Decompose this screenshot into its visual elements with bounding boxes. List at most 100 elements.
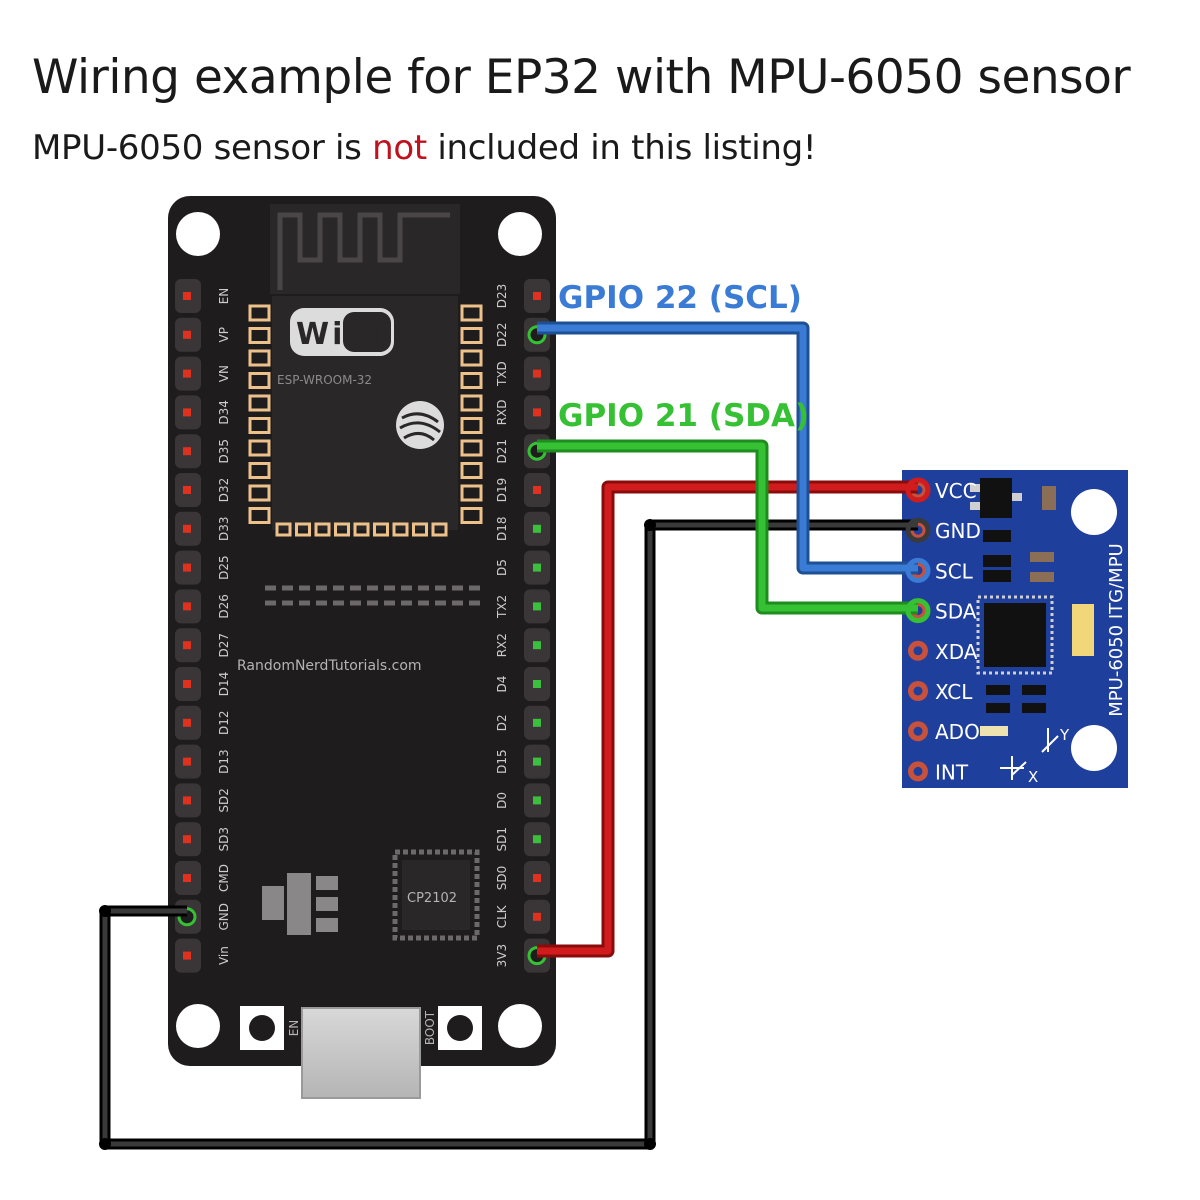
module-pad-icon — [334, 522, 350, 537]
wire-end-icon — [905, 557, 931, 583]
module-pad-icon — [412, 522, 428, 537]
esp32-pin-d34: D34 — [175, 395, 231, 430]
module-pad-icon — [275, 522, 292, 537]
mpu-pin-label: INT — [935, 760, 969, 784]
page-title: Wiring example for EP32 with MPU-6050 se… — [32, 50, 1131, 105]
esp32-pin-txd: TXD — [495, 356, 550, 391]
esp32-pin-clk: CLK — [495, 899, 550, 934]
module-pad-icon — [460, 304, 483, 322]
pin-label: SD1 — [495, 827, 509, 852]
vcc-wire — [537, 483, 918, 955]
pin-label: RXD — [495, 399, 509, 425]
module-pad-icon — [248, 349, 271, 367]
pin-label: D5 — [495, 559, 509, 576]
pin-label: D34 — [217, 400, 231, 425]
sda-gpio-label: GPIO 21 (SDA) — [558, 398, 809, 434]
esp32-pin-d14: D14 — [175, 667, 231, 701]
mounting-hole-icon — [498, 1004, 542, 1048]
site-label: RandomNerdTutorials.com — [237, 658, 422, 674]
axis-x-label: X — [1028, 768, 1038, 786]
pin-label: D2 — [495, 714, 509, 731]
pin-label: GND — [217, 903, 231, 931]
esp32-pin-vp: VP — [175, 317, 231, 352]
pin-label: SD0 — [495, 866, 509, 891]
module-pad-icon — [248, 327, 271, 344]
module-pad-icon — [460, 394, 483, 412]
module-pad-icon — [460, 372, 483, 389]
subtitle-text: MPU-6050 sensor is — [32, 128, 373, 168]
espressif-logo-icon — [396, 401, 444, 449]
esp32-pin-d32: D32 — [175, 473, 231, 507]
module-pad-icon — [314, 522, 331, 537]
subtitle-text-end: included in this listing! — [426, 128, 817, 168]
esp32-board: WiFi ESP-WROOM-32 RandomNerdTutorials.co… — [168, 196, 556, 1099]
mpu-pin-vcc: VCC — [908, 479, 977, 503]
pin-label: SD2 — [217, 788, 231, 813]
module-pad-icon — [460, 327, 483, 344]
page-subtitle: MPU-6050 sensor is not included in this … — [32, 128, 817, 168]
scl-wire — [537, 324, 918, 572]
vcc-wire-outline — [537, 480, 918, 958]
esp32-pin-d35: D35 — [175, 434, 231, 469]
esp32-pin-d27: D27 — [175, 628, 231, 663]
wifi-logo-icon: WiFi — [290, 308, 394, 356]
module-pads — [248, 304, 483, 537]
wire-end-icon — [905, 598, 931, 624]
boot-button[interactable] — [438, 1006, 482, 1050]
mpu-pin-xda: XDA — [908, 640, 978, 664]
pin-label: D4 — [495, 676, 509, 693]
module-pad-icon — [248, 507, 271, 524]
esp32-pin-d19: D19 — [495, 473, 550, 507]
pin-label: D22 — [495, 323, 509, 348]
mpu-pin-label: GND — [935, 519, 981, 543]
mpu-pin-label: ADO — [935, 720, 980, 744]
silkscreen-dashes — [265, 585, 485, 606]
module-pad-icon — [248, 394, 271, 412]
module-label: ESP-WROOM-32 — [277, 373, 372, 387]
esp32-pin-sd2: SD2 — [175, 783, 231, 818]
module-pad-icon — [248, 372, 271, 389]
mpu-pin-label: VCC — [935, 479, 977, 503]
mpu-pin-label: SDA — [935, 600, 977, 624]
module-pad-icon — [295, 522, 311, 537]
esp32-pin-d5: D5 — [495, 550, 550, 585]
mpu-pin-ado: ADO — [908, 720, 980, 744]
module-pad-icon — [373, 522, 389, 537]
esp32-pin-vin: Vin — [175, 938, 231, 973]
pin-label: D27 — [217, 633, 231, 658]
wires — [99, 321, 918, 1150]
gnd-wire — [102, 522, 918, 1147]
esp32-pin-d23: D23 — [495, 279, 550, 313]
pin-label: D35 — [217, 439, 231, 464]
pin-label: D23 — [495, 284, 509, 309]
pin-label: TXD — [495, 361, 509, 387]
module-pad-icon — [460, 417, 483, 434]
pin-label: TX2 — [495, 595, 509, 619]
en-button[interactable] — [240, 1006, 284, 1050]
module-pad-icon — [460, 439, 483, 457]
pin-label: D21 — [495, 439, 509, 464]
mounting-hole-icon — [176, 212, 220, 256]
esp32-pin-d12: D12 — [175, 705, 231, 740]
cp2102-chip: CP2102 — [392, 849, 480, 941]
mpu-pin-int: INT — [908, 760, 969, 784]
esp32-pin-d25: D25 — [175, 550, 231, 585]
subtitle-highlight: not — [372, 128, 427, 168]
axis-arrows-icon — [1000, 728, 1059, 780]
pin-label: D25 — [217, 555, 231, 580]
esp32-pin-sd0: SD0 — [495, 861, 550, 895]
esp32-pin-cmd: CMD — [175, 861, 231, 895]
module-pad-icon — [248, 462, 271, 479]
module-pad-icon — [392, 522, 409, 537]
module-pad-icon — [248, 304, 271, 322]
mpu6050-board: MPU-6050 ITG/MPU X Y VCCGNDSCLSDAXDAXCLA… — [902, 470, 1128, 788]
esp32-pin-sd1: SD1 — [495, 822, 550, 857]
esp32-pin-en: EN — [175, 279, 231, 313]
esp32-pin-d2: D2 — [495, 705, 550, 740]
pin-label: EN — [217, 288, 231, 305]
pin-label: D32 — [217, 478, 231, 503]
mpu-pin-label: SCL — [935, 559, 974, 583]
mounting-hole-icon — [1071, 725, 1117, 771]
voltage-regulator — [262, 873, 338, 935]
